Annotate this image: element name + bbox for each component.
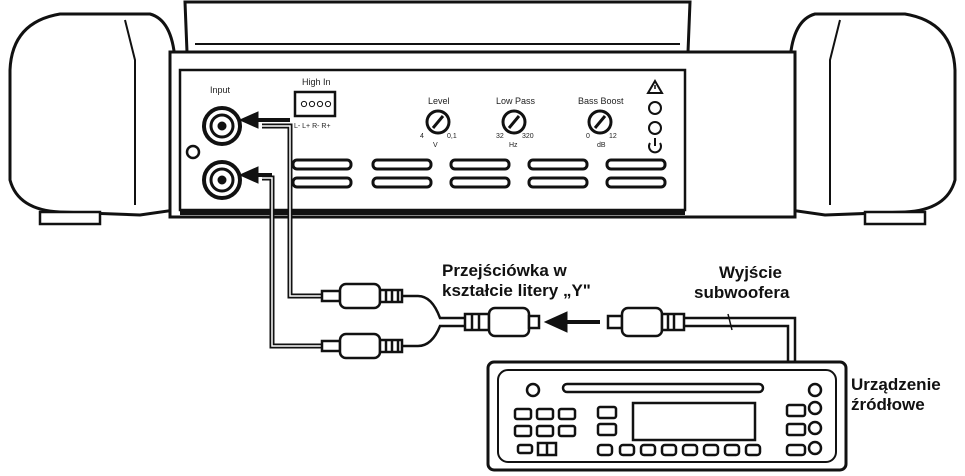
status-led-icon [185, 144, 201, 160]
bassboost-knob[interactable] [587, 109, 613, 135]
high-in-pins: L- L+ R- R+ [294, 123, 331, 130]
level-min: 4 [420, 133, 424, 140]
source-label-line2: źródłowe [851, 395, 925, 414]
y-adapter [320, 282, 541, 360]
level-knob[interactable] [425, 109, 451, 135]
head-unit [486, 360, 848, 472]
bassboost-label: Bass Boost [578, 96, 624, 106]
y-adapter-label-line2: kształcie litery „Y" [442, 281, 591, 300]
sub-out-label-line2: subwoofera [694, 283, 790, 302]
level-unit: V [433, 142, 438, 149]
protect-led-icon [648, 101, 662, 115]
lowpass-label: Low Pass [496, 96, 536, 106]
bassboost-min: 0 [586, 133, 590, 140]
bassboost-max: 12 [609, 133, 617, 140]
high-in-terminal [293, 90, 337, 118]
sub-out-label-line1: Wyjście [719, 263, 782, 282]
connect-arrow [543, 311, 600, 333]
lowpass-knob[interactable] [501, 109, 527, 135]
power-icon [648, 138, 662, 154]
amplifier [8, 0, 957, 226]
level-label: Level [428, 96, 450, 106]
vent-slots [291, 158, 667, 189]
y-adapter-label-line1: Przejściówka w [442, 261, 568, 280]
lowpass-unit: Hz [509, 142, 518, 149]
power-led-icon [648, 121, 662, 135]
lowpass-max: 320 [522, 133, 534, 140]
sub-out-plug [606, 306, 797, 362]
input-cables [262, 123, 322, 349]
bassboost-unit: dB [597, 142, 606, 149]
input-jacks [185, 106, 242, 200]
high-in-label: High In [302, 77, 331, 87]
source-label-line1: Urządzenie [851, 375, 941, 394]
level-max: 0,1 [447, 133, 457, 140]
input-arrows [238, 111, 290, 184]
lowpass-min: 32 [496, 133, 504, 140]
input-label: Input [210, 85, 231, 95]
